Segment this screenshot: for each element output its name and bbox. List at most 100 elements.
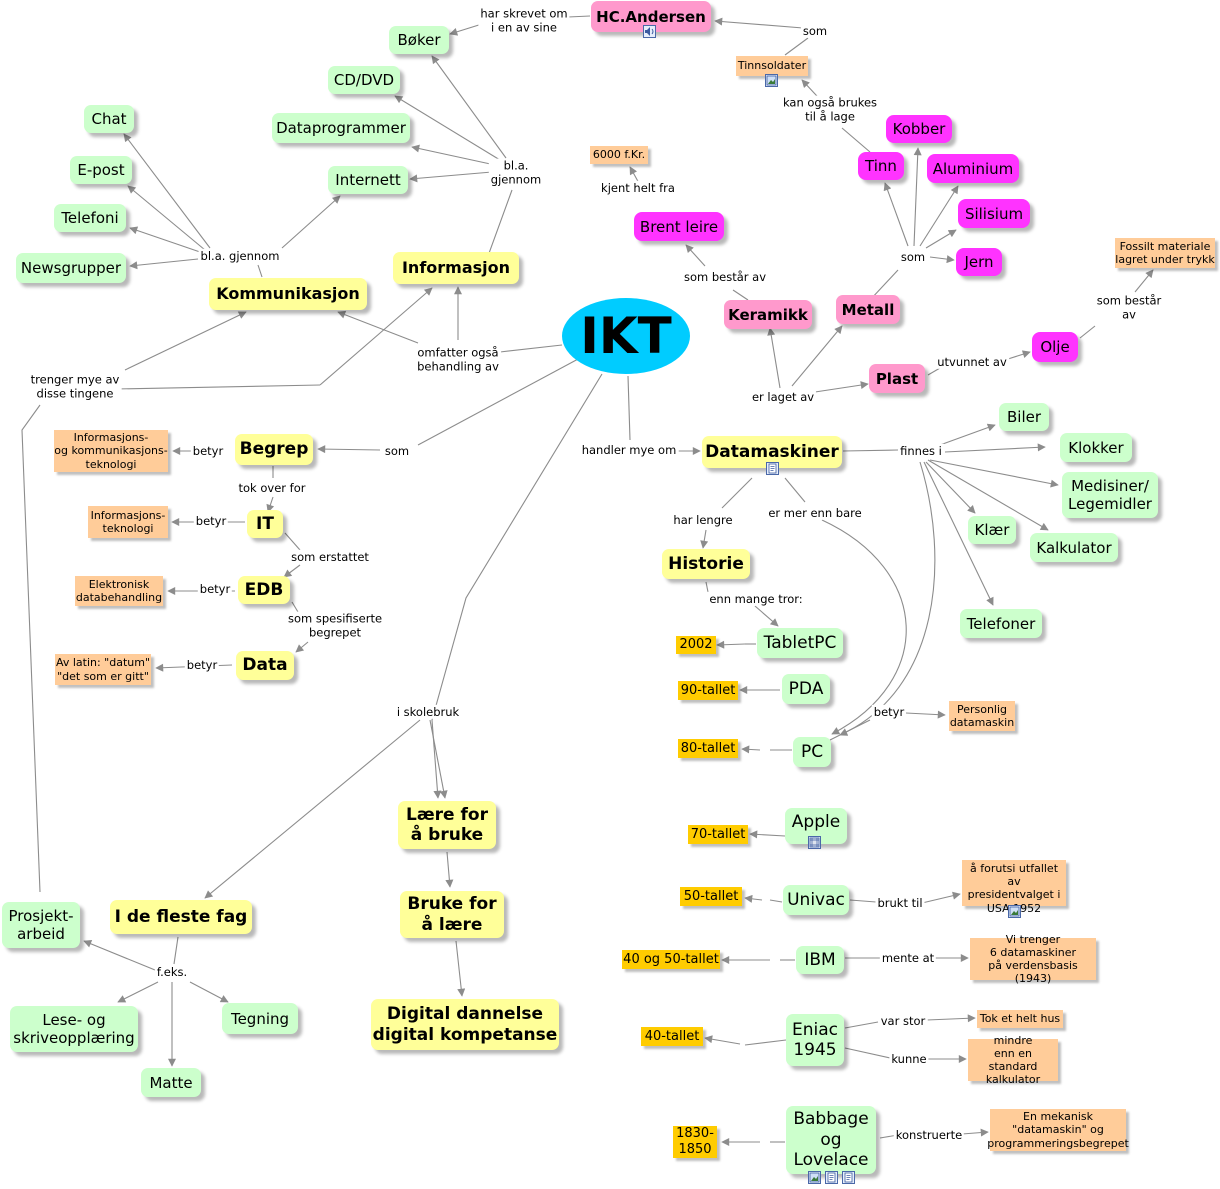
- node-plast[interactable]: Plast: [869, 364, 925, 393]
- node-silisium[interactable]: Silisium: [958, 199, 1030, 228]
- speaker-icon[interactable]: [643, 25, 656, 38]
- node-year-2002[interactable]: 2002: [676, 636, 716, 654]
- link-label: kjent helt fra: [599, 180, 677, 196]
- node-babbage-lovelace[interactable]: Babbage og Lovelace: [786, 1106, 876, 1174]
- link-label: betyr: [190, 443, 226, 459]
- link-label: som består av: [1094, 293, 1164, 323]
- link-label: som består av: [681, 269, 769, 285]
- node-40-tallet[interactable]: 40-tallet: [641, 1027, 703, 1046]
- node-informasjon[interactable]: Informasjon: [393, 252, 519, 284]
- node-hc-andersen[interactable]: HC.Andersen: [591, 1, 711, 32]
- node-personlig-datamaskin[interactable]: Personlig datamaskin: [949, 701, 1015, 731]
- image-icon[interactable]: [808, 1171, 821, 1184]
- link-label: som: [898, 249, 928, 265]
- node-data-definition[interactable]: Av latin: "datum" "det som er gitt": [55, 654, 151, 685]
- node-90-tallet[interactable]: 90-tallet: [678, 681, 738, 700]
- link-label: bl.a. gjennom: [488, 158, 544, 188]
- image-icon[interactable]: [1008, 905, 1021, 918]
- node-ikt-definition[interactable]: Informasjons- og kommunikasjons- teknolo…: [54, 430, 168, 472]
- node-70-tallet[interactable]: 70-tallet: [688, 825, 748, 844]
- node-lese-og-skriveopplaering[interactable]: Lese- og skriveopplæring: [10, 1006, 138, 1052]
- node-internett[interactable]: Internett: [328, 166, 408, 194]
- node-klaer[interactable]: Klær: [968, 516, 1016, 544]
- node-telefoni[interactable]: Telefoni: [54, 204, 126, 232]
- link-label: brukt til: [875, 895, 925, 911]
- node-i-de-fleste-fag[interactable]: I de fleste fag: [110, 900, 252, 934]
- link-label: bl.a. gjennom: [198, 248, 282, 264]
- node-forutsi-presidentvalget[interactable]: å forutsi utfallet av presidentvalget i …: [962, 860, 1066, 915]
- image-icon[interactable]: [765, 74, 778, 87]
- node-digital-dannelse[interactable]: Digital dannelse digital kompetanse: [371, 999, 559, 1050]
- link-label: har skrevet om i en av sine: [478, 6, 570, 36]
- node-kobber[interactable]: Kobber: [886, 115, 952, 143]
- node-ibm[interactable]: IBM: [796, 946, 844, 974]
- node-eniac[interactable]: Eniac 1945: [786, 1014, 844, 1066]
- link-label: omfatter også behandling av: [415, 345, 501, 375]
- node-fossilt-materiale[interactable]: Fossilt materiale lagret under trykk: [1115, 238, 1215, 268]
- node-medisiner[interactable]: Medisiner/ Legemidler: [1062, 472, 1158, 518]
- link-label: i skolebruk: [394, 704, 462, 720]
- node-1830-1850[interactable]: 1830- 1850: [673, 1126, 717, 1158]
- node-keramikk[interactable]: Keramikk: [724, 300, 812, 329]
- node-dataprogrammer[interactable]: Dataprogrammer: [272, 113, 410, 143]
- node-laere-for-a-bruke[interactable]: Lære for å bruke: [398, 801, 496, 849]
- node-50-tallet[interactable]: 50-tallet: [680, 887, 742, 906]
- link-label: utvunnet av: [935, 354, 1009, 370]
- node-aluminium[interactable]: Aluminium: [927, 154, 1019, 183]
- node-telefoner[interactable]: Telefoner: [960, 609, 1042, 638]
- node-tinnsoldater[interactable]: Tinnsoldater: [736, 56, 808, 76]
- node-80-tallet[interactable]: 80-tallet: [678, 739, 738, 758]
- node-kalkulator[interactable]: Kalkulator: [1030, 533, 1118, 562]
- node-brent-leire[interactable]: Brent leire: [634, 212, 724, 241]
- document-icon[interactable]: [842, 1171, 855, 1184]
- node-it-definition[interactable]: Informasjons- teknologi: [88, 506, 168, 538]
- node-chat[interactable]: Chat: [84, 105, 134, 133]
- node-matte[interactable]: Matte: [141, 1068, 201, 1097]
- document-icon[interactable]: [825, 1171, 838, 1184]
- node-tegning[interactable]: Tegning: [222, 1003, 298, 1034]
- ikt-central-node[interactable]: IKT: [562, 298, 690, 374]
- node-cd-dvd[interactable]: CD/DVD: [328, 66, 400, 94]
- node-klokker[interactable]: Klokker: [1060, 433, 1132, 462]
- node-boker[interactable]: Bøker: [389, 26, 449, 54]
- document-icon[interactable]: [766, 462, 779, 475]
- node-40-og-50-tallet[interactable]: 40 og 50-tallet: [622, 950, 720, 969]
- node-jern[interactable]: Jern: [956, 248, 1002, 276]
- link-label: handler mye om: [579, 442, 679, 458]
- node-kommunikasjon[interactable]: Kommunikasjon: [209, 278, 367, 310]
- node-6000-fkr[interactable]: 6000 f.Kr.: [590, 146, 648, 164]
- node-tok-et-helt-hus[interactable]: Tok et helt hus: [977, 1010, 1063, 1028]
- node-vi-trenger[interactable]: Vi trenger 6 datamaskiner på verdensbasi…: [970, 933, 1096, 985]
- link-label: som spesifiserte begrepet: [285, 611, 385, 641]
- node-newsgrupper[interactable]: Newsgrupper: [16, 253, 126, 283]
- node-data[interactable]: Data: [236, 651, 294, 680]
- node-tabletpc[interactable]: TabletPC: [757, 628, 843, 658]
- node-edb-definition[interactable]: Elektronisk databehandling: [75, 576, 163, 606]
- node-edb[interactable]: EDB: [238, 576, 290, 604]
- link-label: enn mange tror:: [707, 591, 805, 607]
- node-e-post[interactable]: E-post: [70, 156, 132, 184]
- link-label: som: [800, 23, 830, 39]
- node-tinn[interactable]: Tinn: [858, 152, 904, 180]
- video-icon[interactable]: [808, 836, 821, 849]
- link-label: er mer enn bare: [766, 505, 864, 521]
- node-univac[interactable]: Univac: [783, 885, 849, 915]
- link-label: betyr: [871, 704, 907, 720]
- node-it[interactable]: IT: [247, 510, 283, 538]
- link-label: har lengre: [671, 512, 735, 528]
- node-bruke-for-a-laere[interactable]: Bruke for å lære: [400, 891, 504, 938]
- node-historie[interactable]: Historie: [662, 549, 750, 579]
- node-metall[interactable]: Metall: [836, 295, 900, 324]
- link-label: f.eks.: [154, 964, 190, 980]
- node-biler[interactable]: Biler: [999, 403, 1049, 431]
- node-pda[interactable]: PDA: [782, 674, 830, 704]
- node-prosjektarbeid[interactable]: Prosjekt- arbeid: [2, 902, 80, 948]
- node-mekanisk-datamaskin[interactable]: En mekanisk "datamaskin" og programmerin…: [987, 1109, 1129, 1151]
- node-begrep[interactable]: Begrep: [235, 434, 313, 465]
- link-label: kunne: [889, 1051, 929, 1067]
- node-olje[interactable]: Olje: [1032, 332, 1078, 362]
- node-mindre-enn-kalkulator[interactable]: mindre enn en standard kalkulator: [968, 1034, 1058, 1086]
- link-label: trenger mye av disse tingene: [28, 372, 122, 402]
- node-pc[interactable]: PC: [793, 737, 831, 767]
